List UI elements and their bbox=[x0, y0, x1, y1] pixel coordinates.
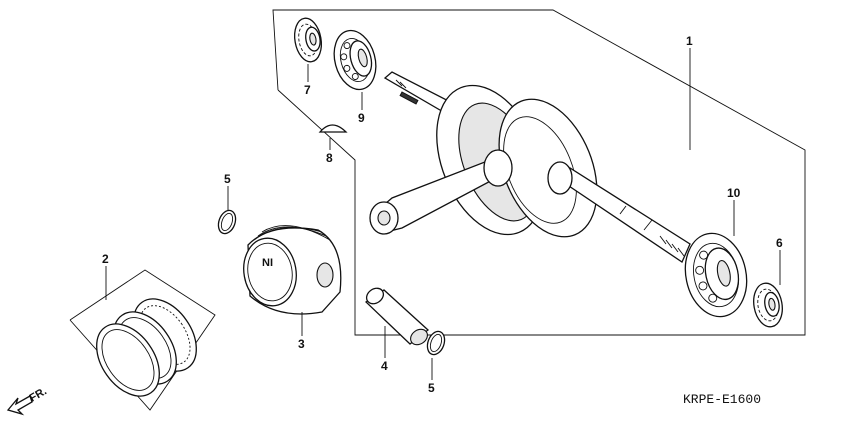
assembly-boundary bbox=[272, 9, 806, 336]
piston-pin-clip-top bbox=[217, 209, 237, 235]
callout-3: 3 bbox=[298, 337, 305, 351]
diagram-code: KRPE-E1600 bbox=[683, 392, 761, 407]
woodruff-key bbox=[318, 124, 348, 133]
front-arrow-icon bbox=[6, 395, 33, 416]
svg-text:NI: NI bbox=[262, 257, 273, 269]
ball-bearing-right bbox=[684, 232, 748, 318]
callout-6: 6 bbox=[776, 236, 783, 250]
crankshaft bbox=[369, 71, 691, 263]
drive-gear-top bbox=[293, 17, 323, 63]
leader-lines bbox=[105, 48, 781, 380]
drive-gear-right bbox=[753, 282, 783, 328]
piston-pin-clip-bottom bbox=[426, 330, 446, 356]
callout-1: 1 bbox=[686, 34, 693, 48]
ball-bearing-top bbox=[333, 29, 377, 91]
front-label: FR. bbox=[28, 385, 49, 404]
callout-10: 10 bbox=[727, 186, 741, 200]
piston-ring-set bbox=[69, 269, 216, 411]
callout-8: 8 bbox=[326, 151, 333, 165]
piston: NI bbox=[243, 225, 342, 315]
callout-4: 4 bbox=[381, 359, 388, 373]
callout-7: 7 bbox=[304, 83, 311, 97]
piston-pin bbox=[364, 287, 430, 346]
callout-9: 9 bbox=[358, 111, 365, 125]
callout-2: 2 bbox=[102, 252, 109, 266]
callout-5-top: 5 bbox=[224, 172, 231, 186]
front-direction-indicator: FR. bbox=[6, 385, 49, 416]
callout-5-bottom: 5 bbox=[428, 381, 435, 395]
